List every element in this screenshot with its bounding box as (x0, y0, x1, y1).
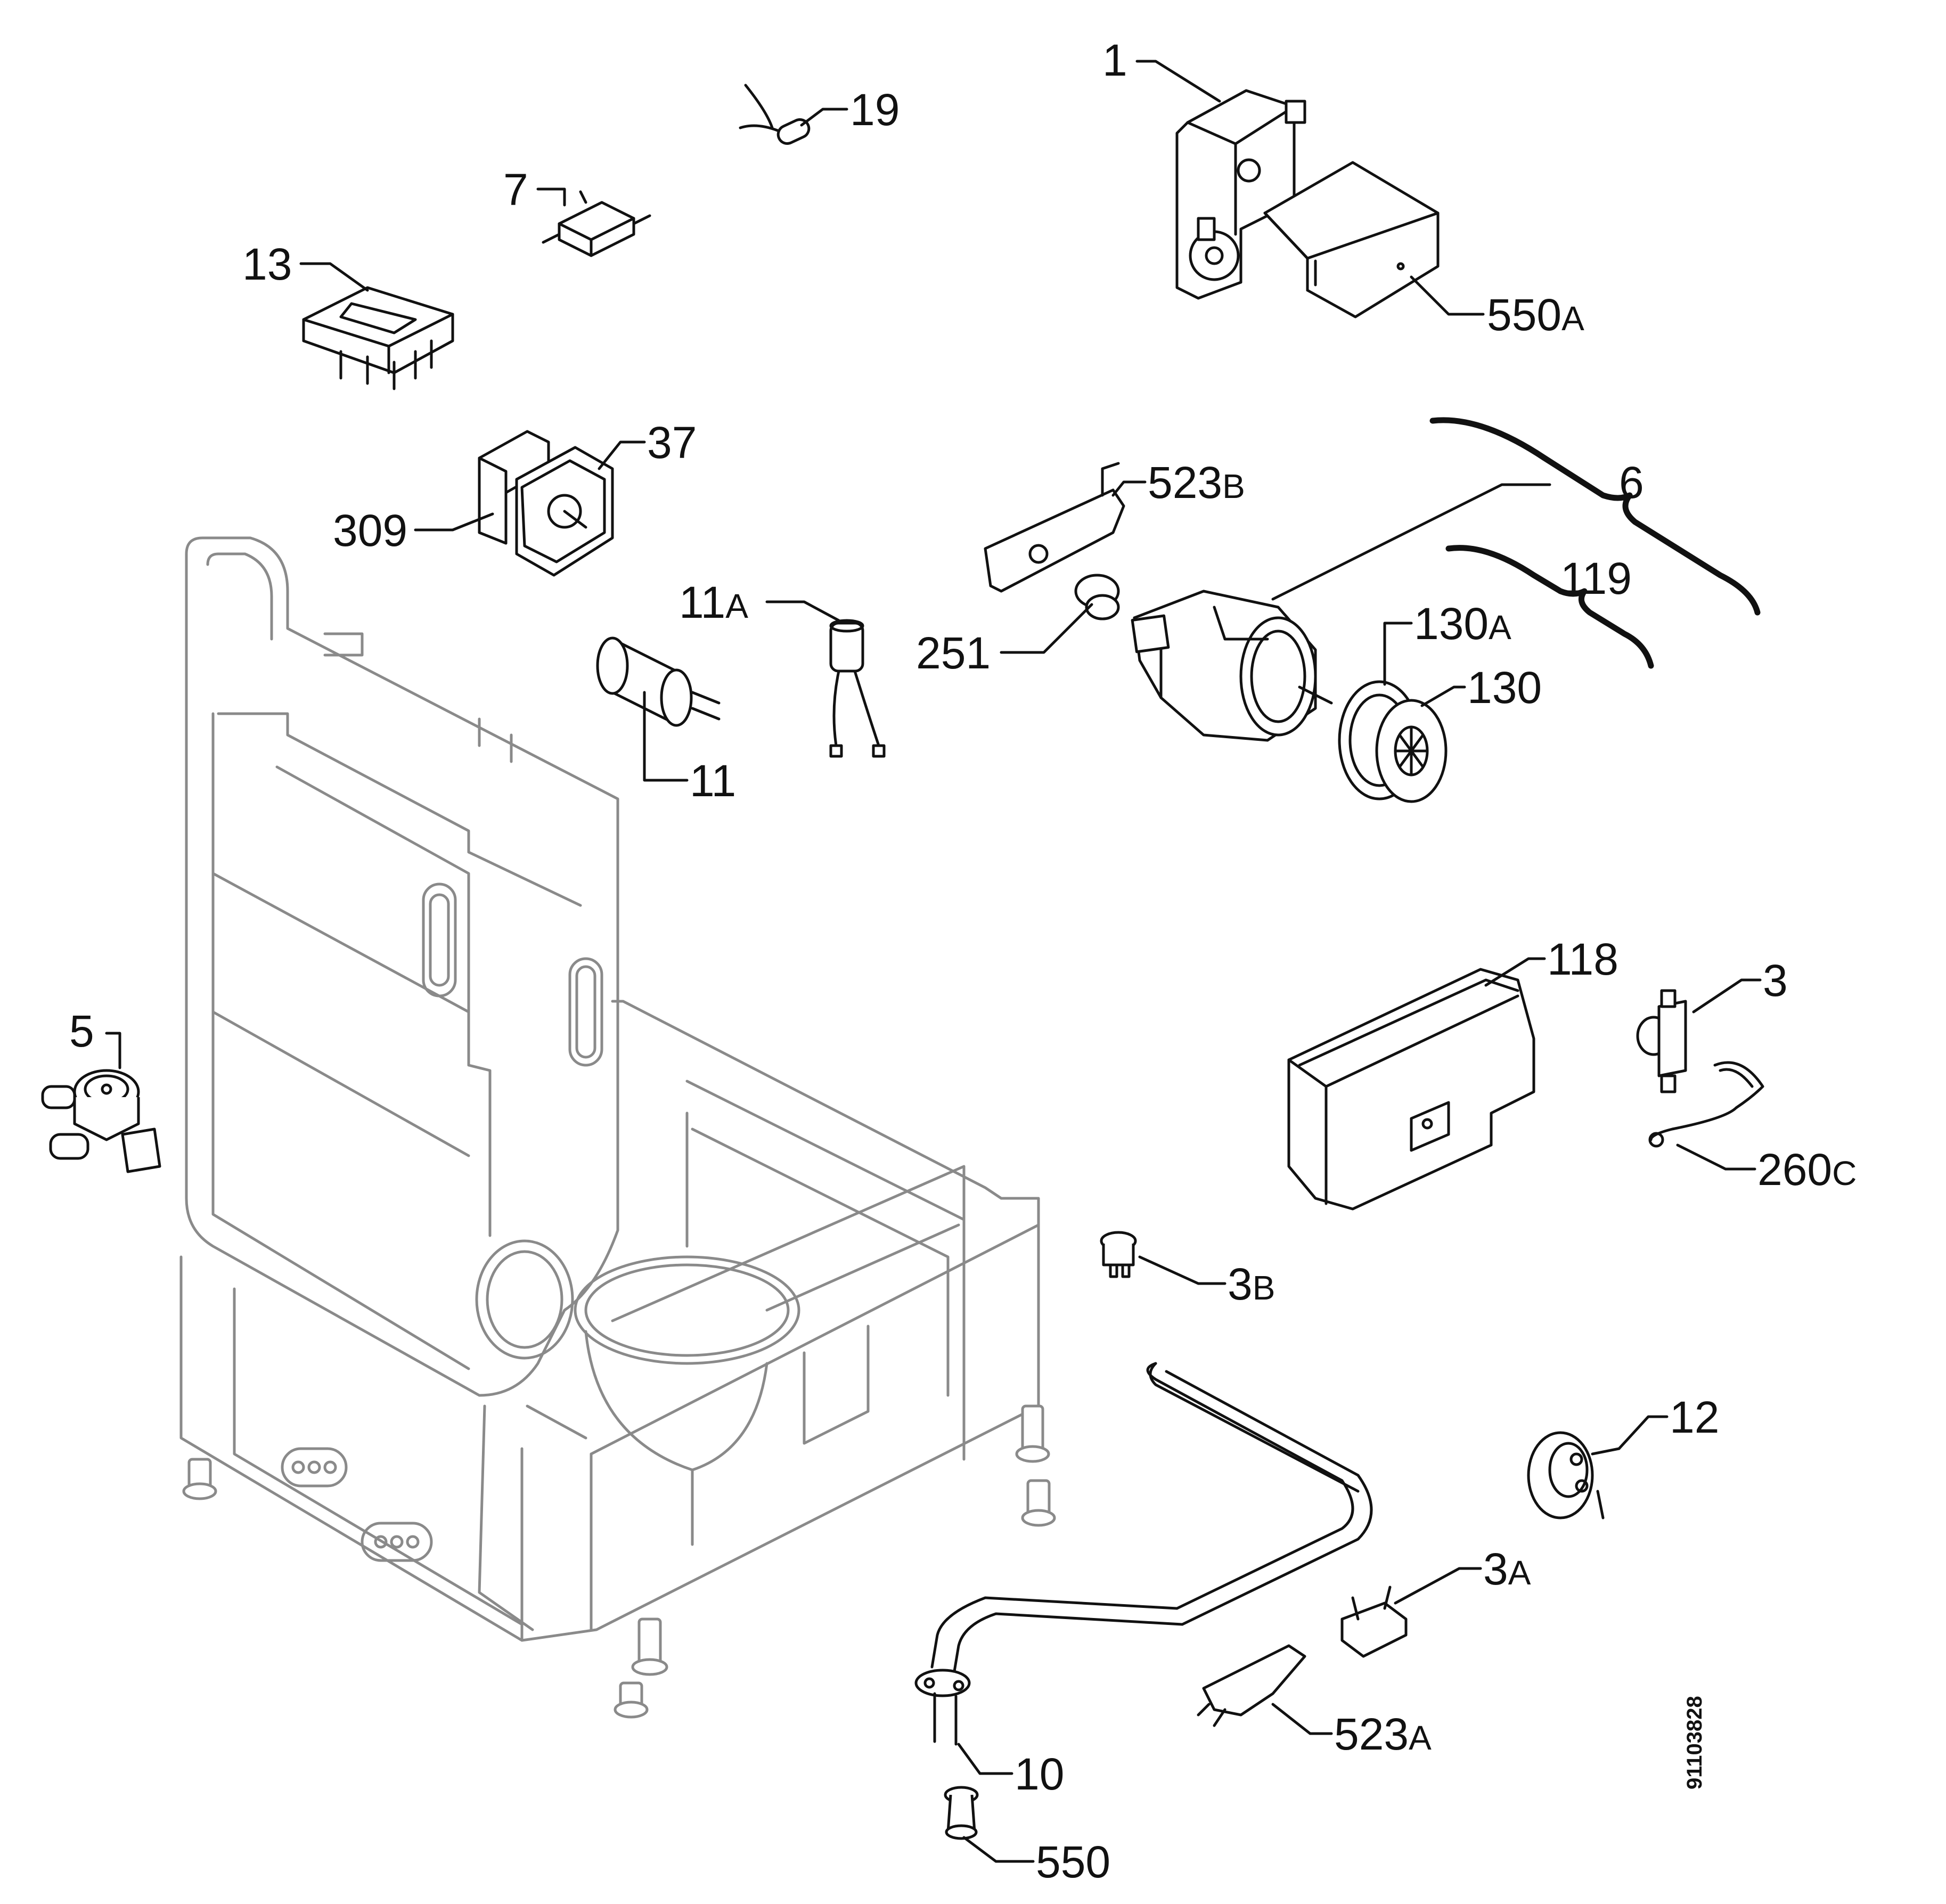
callout-19: 19 (850, 85, 900, 135)
callout-13: 13 (242, 239, 292, 289)
document-number: 91103828 (1683, 1696, 1706, 1789)
callout-523b: 523B (1148, 457, 1245, 508)
callout-251: 251 (916, 628, 991, 678)
part-37-switch (515, 446, 614, 577)
part-3b-nipple (1100, 1231, 1137, 1278)
part-5-inlet-valve (41, 1069, 161, 1173)
part-13-switch-block (302, 286, 454, 390)
callout-labels: 1 19 7 13 550A 37 309 523B 6 119 11A 251… (69, 35, 1857, 1887)
callout-6: 6 (1619, 457, 1644, 508)
callout-5: 5 (69, 1006, 94, 1056)
callout-11: 11 (690, 756, 736, 806)
part-7-switch (542, 190, 651, 257)
group-braces (1429, 417, 1761, 669)
part-11a-suppressor (829, 619, 886, 758)
part-309-bracket (478, 430, 550, 545)
callout-1: 1 (1102, 35, 1127, 85)
callout-523a: 523A (1334, 1709, 1432, 1759)
callout-3: 3 (1763, 955, 1788, 1006)
part-251-plug (1074, 574, 1120, 620)
part-1-timer (1175, 89, 1306, 300)
part-10-heating-element (914, 1362, 1373, 1746)
part-3-thermostat (1636, 989, 1687, 1093)
part-11-capacitor (596, 636, 721, 727)
callout-260c: 260C (1757, 1145, 1857, 1195)
callout-37: 37 (647, 418, 697, 468)
callout-11a: 11A (679, 577, 748, 627)
callout-3a: 3A (1483, 1544, 1531, 1594)
callout-7: 7 (503, 165, 528, 215)
part-550-cap (944, 1786, 979, 1840)
part-12-pressure-switch (1527, 1431, 1621, 1519)
part-19-sensor (739, 84, 811, 145)
leader-lines (105, 60, 1762, 1863)
callout-130a: 130A (1414, 599, 1511, 649)
callout-118: 118 (1547, 934, 1618, 984)
part-260c-clip (1648, 1061, 1764, 1148)
part-6-pump-motor (1131, 590, 1333, 742)
callout-550a: 550A (1487, 290, 1584, 340)
callout-550: 550 (1036, 1837, 1110, 1887)
part-523b-bracket (984, 462, 1125, 593)
part-523a-bracket (1197, 1644, 1306, 1727)
part-3a-clip (1340, 1586, 1408, 1658)
part-130-impeller (1338, 680, 1448, 803)
part-550a-cover (1263, 161, 1440, 318)
callout-130: 130 (1467, 663, 1542, 713)
callout-12: 12 (1670, 1392, 1719, 1442)
callout-309: 309 (333, 505, 407, 555)
callout-10: 10 (1015, 1749, 1064, 1799)
part-118-dispenser (1287, 968, 1535, 1211)
callout-3b: 3B (1228, 1259, 1275, 1309)
appliance-frame (179, 536, 1056, 1719)
callout-119: 119 (1560, 553, 1632, 603)
